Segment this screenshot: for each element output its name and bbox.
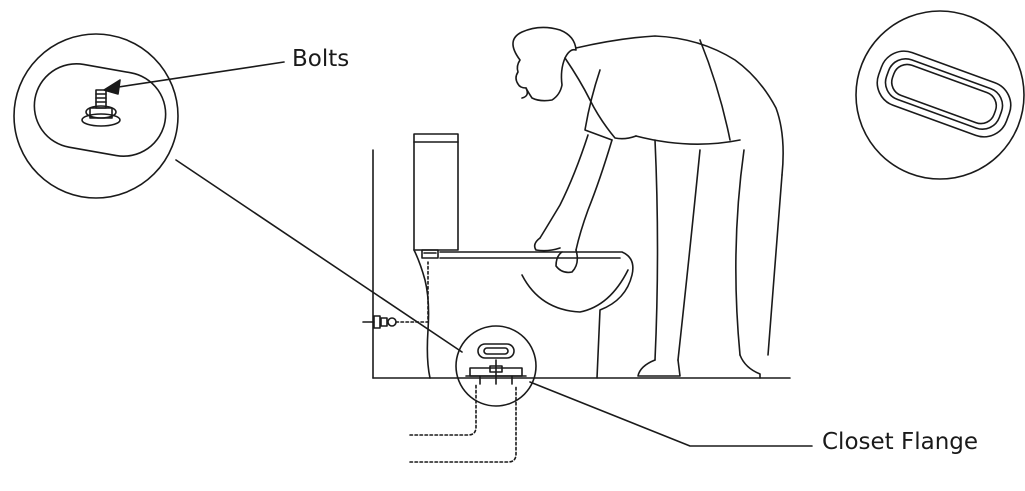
person-icon [513,27,783,378]
wax-ring-detail-circle [856,11,1024,179]
toilet-icon [414,134,633,378]
bolts-arrow [104,62,284,94]
drain-pipe [410,385,516,462]
bolt-detail-circle [14,34,178,198]
bolt-icon [82,90,120,126]
wall-and-floor [373,150,790,378]
closet-flange-label: Closet Flange [822,429,979,455]
leader-line-bolts [176,160,462,352]
leader-line-flange [530,382,812,446]
flange-detail-circle [456,326,536,406]
wax-ring-icon [871,44,1018,143]
bolts-label: Bolts [292,46,350,72]
